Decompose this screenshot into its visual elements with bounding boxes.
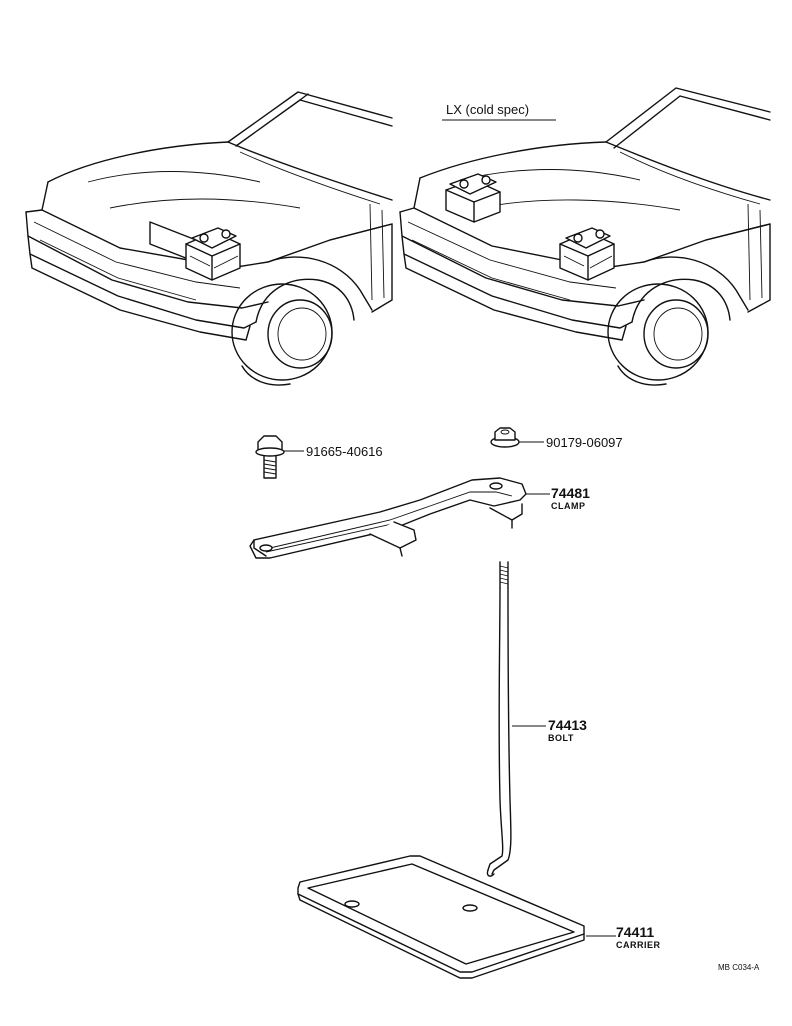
- j-bolt-icon: [486, 561, 512, 877]
- clamp-icon: [249, 477, 527, 559]
- figure-code: MB C034-A: [718, 963, 760, 972]
- battery-carrier-tray-icon: [297, 855, 585, 979]
- car-illustration-standard: [25, 91, 393, 386]
- part-number-label: 74411: [616, 924, 654, 940]
- part-name-label: BOLT: [548, 733, 574, 743]
- part-name-label: CLAMP: [551, 501, 586, 511]
- part-number-label: 90179-06097: [546, 435, 623, 450]
- part-number-label: 74413: [548, 717, 587, 733]
- part-number-label: 74481: [551, 485, 590, 501]
- flange-bolt-icon: [255, 435, 285, 479]
- part-name-label: CARRIER: [616, 940, 661, 950]
- variant-label: LX (cold spec): [446, 102, 529, 117]
- car-illustration-cold-spec: [399, 87, 771, 386]
- flange-nut-icon: [490, 427, 520, 448]
- battery-icon: [185, 227, 241, 281]
- battery-icon: [559, 227, 615, 281]
- battery-icon: [445, 173, 501, 223]
- part-number-label: 91665-40616: [306, 444, 383, 459]
